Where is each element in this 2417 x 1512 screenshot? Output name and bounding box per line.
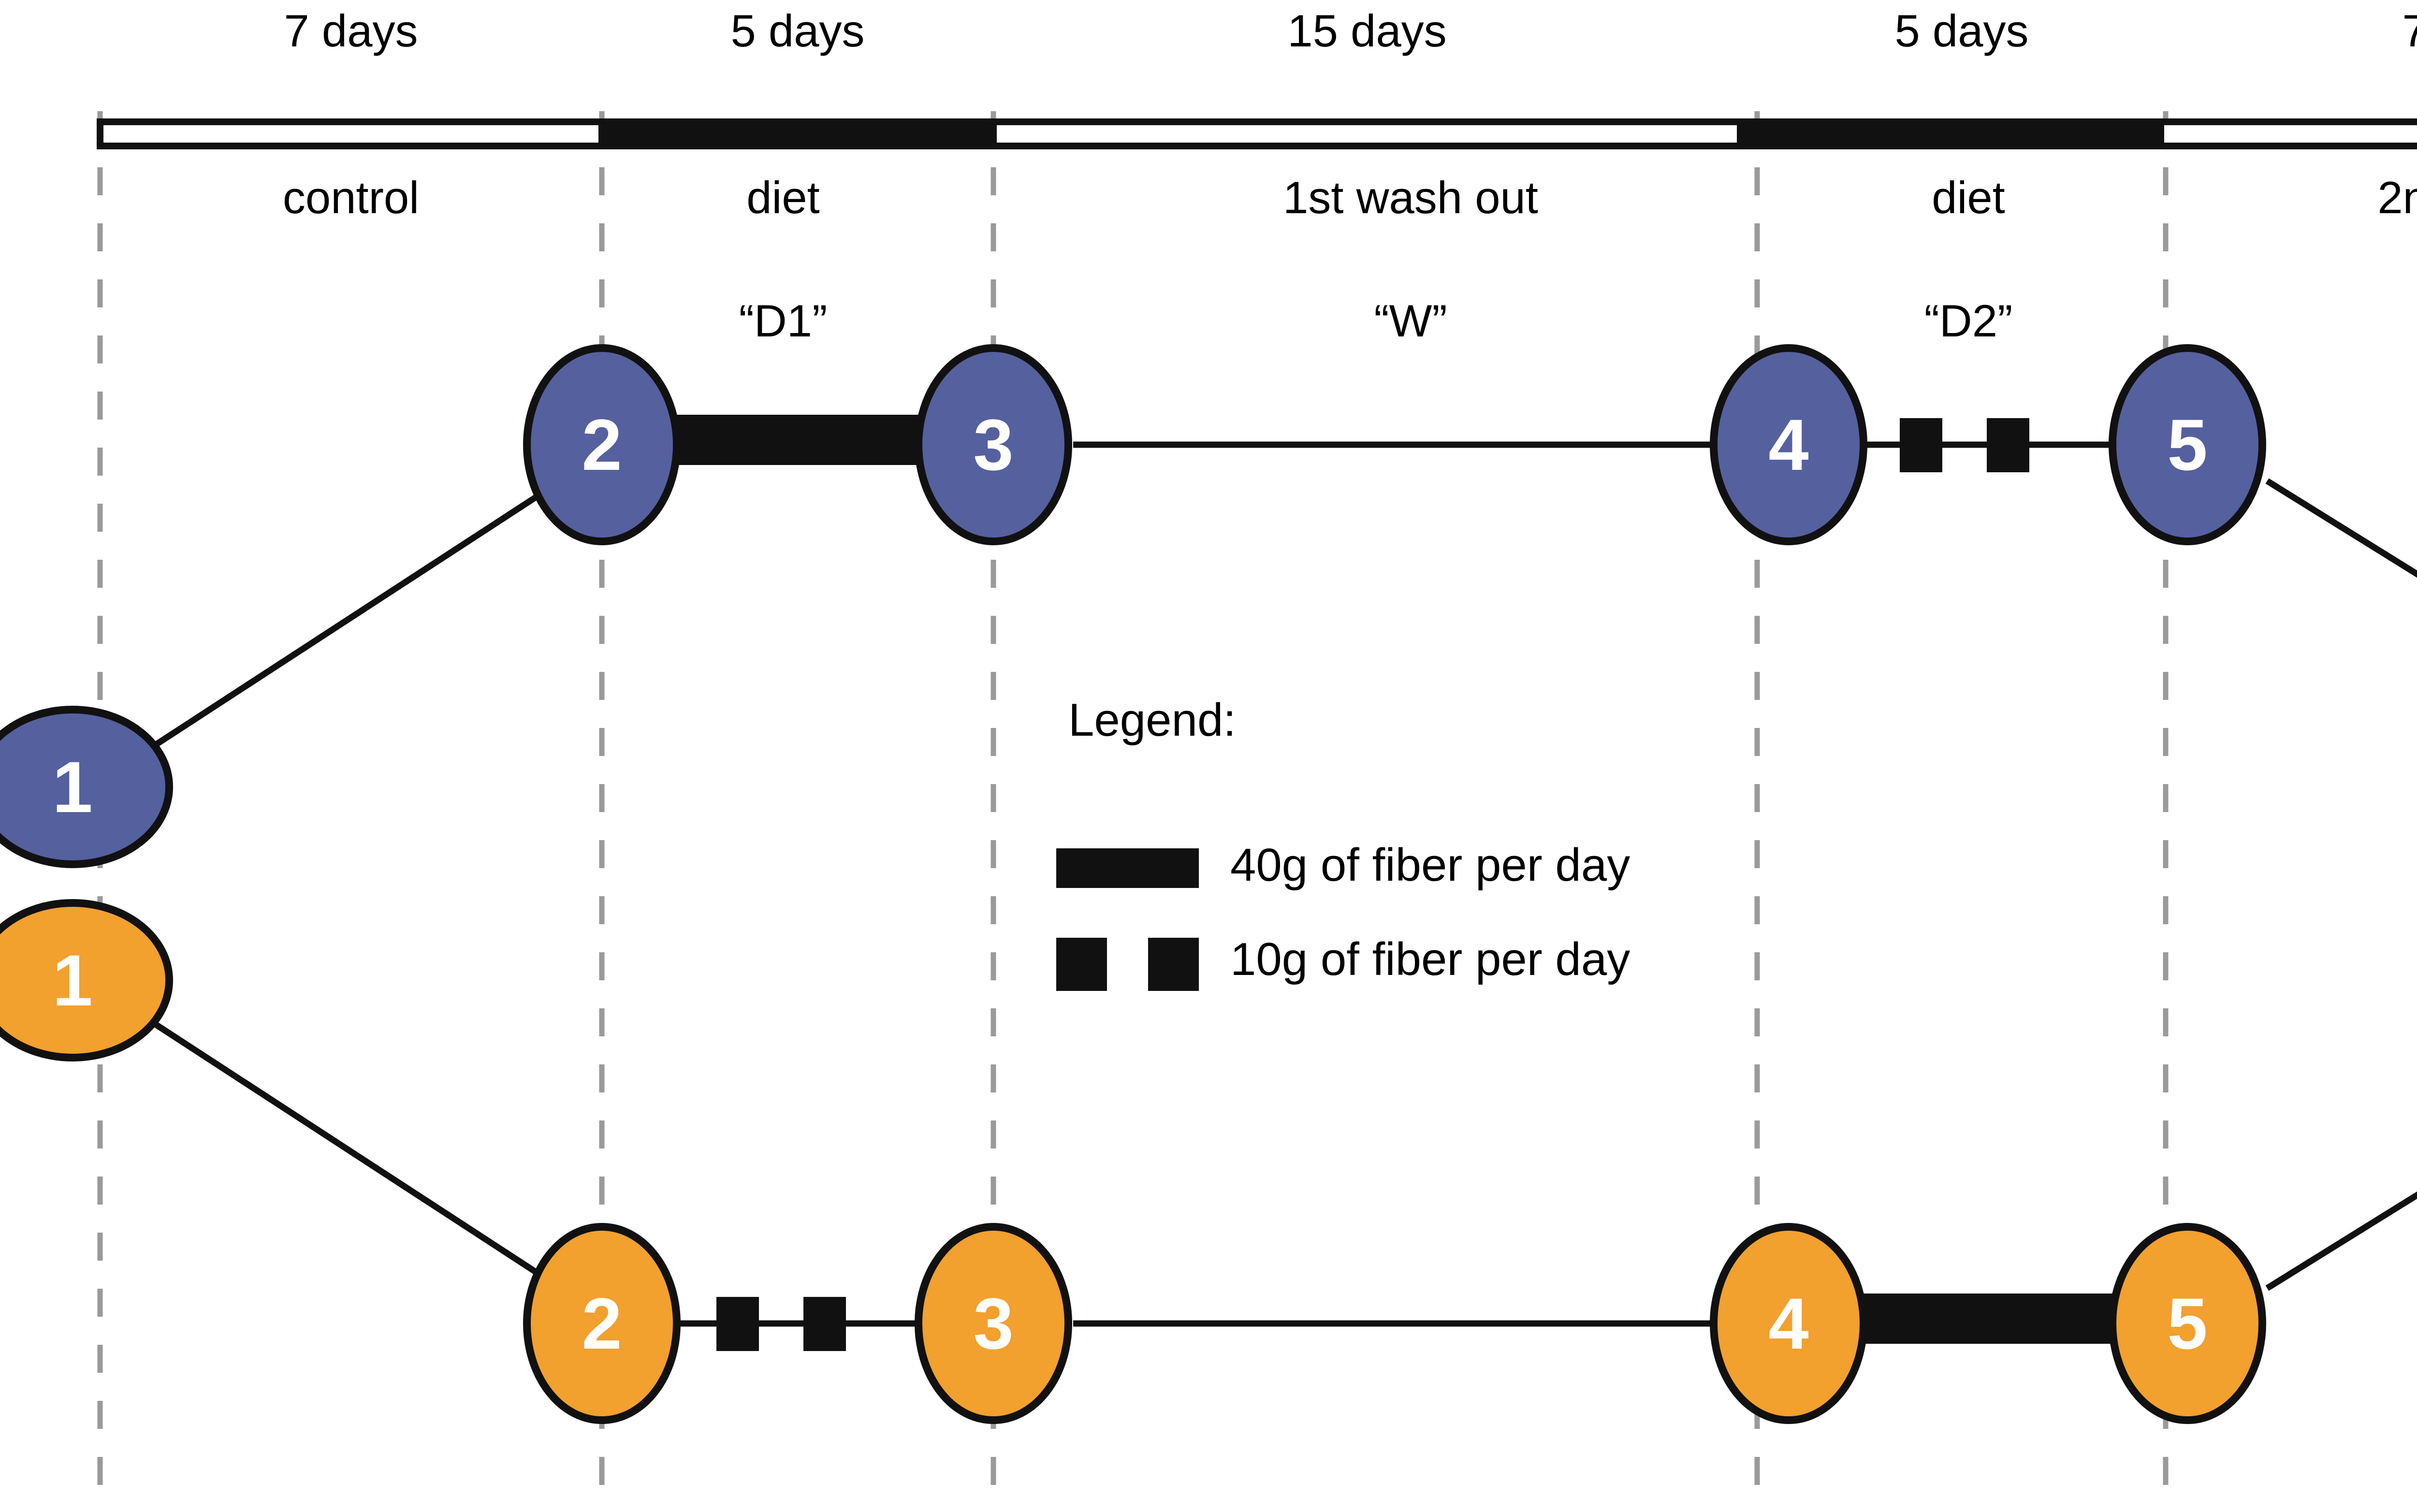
orange-segment-5-6 xyxy=(2265,1191,2417,1291)
node-blue-4-label: 4 xyxy=(1768,404,1808,485)
legend-40g-swatch-icon xyxy=(1056,848,1199,888)
phase-label-washout1: 1st wash out xyxy=(1283,172,1538,223)
duration-label-diet1: 5 days xyxy=(730,5,865,56)
phase-code-diet1: “D1” xyxy=(739,295,828,346)
node-blue-1-label: 1 xyxy=(52,746,92,828)
node-orange-5-label: 5 xyxy=(2167,1283,2207,1364)
timeline-bar xyxy=(97,118,2417,149)
blue-arm-connectors xyxy=(143,415,2417,755)
phase-label-washout2: 2nd wash out xyxy=(2377,172,2417,223)
duration-label-washout2: 7 days xyxy=(2402,5,2417,56)
legend-swatches xyxy=(1056,848,1199,991)
blue-segment-4-5-square-b xyxy=(1987,418,2029,472)
node-orange-4-label: 4 xyxy=(1768,1283,1808,1364)
blue-arm-nodes: 1 2 3 4 5 6 xyxy=(0,344,2266,868)
blue-segment-1-2 xyxy=(143,478,563,755)
bar-segment-control xyxy=(97,118,605,149)
node-orange-2[interactable]: 2 xyxy=(523,1223,681,1424)
node-orange-3-label: 3 xyxy=(973,1283,1013,1364)
duration-label-washout1: 15 days xyxy=(1287,5,1447,56)
blue-segment-4-5-square-a xyxy=(1900,418,1942,472)
phase-label-control: control xyxy=(282,172,420,223)
bar-segment-washout2 xyxy=(2157,118,2417,149)
node-orange-3[interactable]: 3 xyxy=(915,1223,1072,1424)
phase-label-diet2: diet xyxy=(1932,172,2005,223)
bar-segment-washout1 xyxy=(990,118,1744,149)
node-blue-3-label: 3 xyxy=(973,404,1013,485)
node-blue-1[interactable]: 1 xyxy=(0,706,173,868)
orange-segment-1-2 xyxy=(143,1015,563,1291)
blue-segment-5-6 xyxy=(2265,478,2417,578)
bar-segment-diet2 xyxy=(1737,118,2164,149)
orange-arm-connectors xyxy=(143,1015,2417,1351)
node-orange-2-label: 2 xyxy=(582,1283,622,1364)
node-orange-1[interactable]: 1 xyxy=(0,899,173,1061)
node-blue-2-label: 2 xyxy=(582,404,622,485)
node-blue-3[interactable]: 3 xyxy=(915,344,1072,545)
duration-label-control: 7 days xyxy=(284,5,418,56)
legend-10g-swatch-square-a-icon xyxy=(1056,938,1107,991)
node-blue-5-label: 5 xyxy=(2167,404,2207,485)
phase-code-diet2: “D2” xyxy=(1924,295,2013,346)
orange-segment-4-5-40g xyxy=(1856,1294,2120,1344)
node-blue-5[interactable]: 5 xyxy=(2109,344,2266,545)
blue-segment-2-3-40g xyxy=(667,415,931,465)
node-orange-1-label: 1 xyxy=(52,940,92,1021)
node-orange-4[interactable]: 4 xyxy=(1710,1223,1867,1424)
legend-10g-swatch-square-b-icon xyxy=(1148,938,1199,991)
node-blue-2[interactable]: 2 xyxy=(523,344,681,545)
legend-item-40g-label: 40g of fiber per day xyxy=(1230,839,1631,891)
orange-segment-2-3-square-a xyxy=(716,1297,759,1351)
legend-title: Legend: xyxy=(1068,694,1237,746)
phase-label-diet1: diet xyxy=(746,172,820,223)
phase-code-washout1: “W” xyxy=(1374,295,1447,346)
legend-item-10g-label: 10g of fiber per day xyxy=(1230,933,1631,985)
orange-arm-nodes: 1 2 3 4 5 6 xyxy=(0,899,2266,1424)
orange-segment-2-3-square-b xyxy=(803,1297,846,1351)
node-blue-4[interactable]: 4 xyxy=(1710,344,1867,545)
node-orange-5[interactable]: 5 xyxy=(2109,1223,2266,1424)
duration-label-diet2: 5 days xyxy=(1894,5,2029,56)
bar-segment-diet1 xyxy=(598,118,997,149)
